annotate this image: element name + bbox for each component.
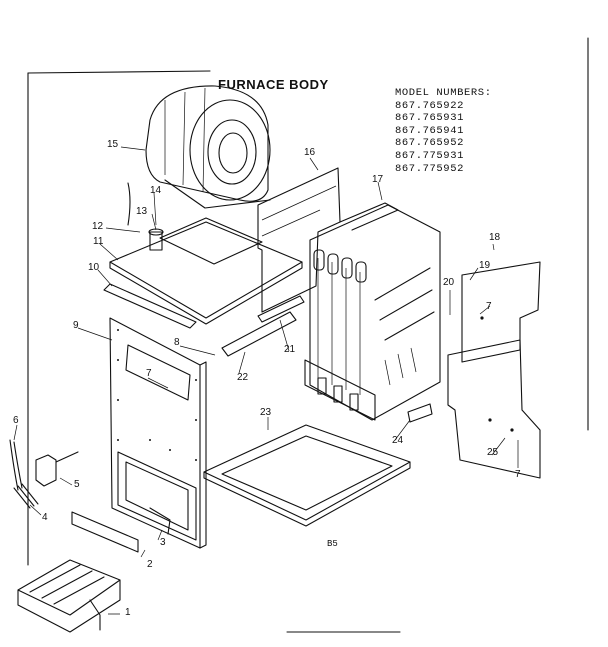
model-number: 867.775952	[395, 162, 465, 175]
callout-17: 17	[372, 174, 384, 185]
model-numbers-block: MODEL NUMBERS: 867.765922 867.765931 867…	[395, 87, 492, 175]
burner-assembly-drawing	[17, 559, 121, 633]
blower-wheel-drawing	[145, 85, 271, 209]
callout-11: 11	[93, 236, 104, 247]
callout-25: 25	[487, 447, 499, 458]
top-panel-drawing	[103, 217, 303, 329]
model-number: 867.775931	[395, 149, 465, 162]
callout-7: 7	[146, 368, 152, 379]
callout-7: 7	[515, 469, 521, 480]
model-numbers-header: MODEL NUMBERS:	[395, 87, 492, 99]
bottom-panel-drawing	[203, 424, 411, 527]
callout-18: 18	[489, 232, 501, 243]
callout-23: 23	[260, 407, 272, 418]
model-number: 867.765952	[395, 137, 465, 150]
callout-5: 5	[74, 479, 80, 490]
front-panel-drawing	[109, 317, 207, 549]
callout-3: 3	[160, 537, 166, 548]
callout-15: 15	[107, 139, 119, 150]
callout-20: 20	[443, 277, 455, 288]
callout-6: 6	[13, 415, 19, 426]
callout-9: 9	[73, 320, 79, 331]
model-number: 867.765922	[395, 99, 465, 112]
callout-24: 24	[392, 435, 404, 446]
callout-7: 7	[486, 301, 492, 312]
callout-14: 14	[150, 185, 162, 196]
rear-panel-drawing	[257, 167, 341, 313]
heat-exchanger-drawing	[304, 202, 441, 421]
model-number: 867.765931	[395, 112, 465, 125]
side-panel-drawing	[447, 261, 541, 479]
callout-1: 1	[125, 607, 131, 618]
callout-8: 8	[174, 337, 180, 348]
callout-19: 19	[479, 260, 491, 271]
diagram-title: FURNACE BODY	[218, 77, 329, 92]
callout-22: 22	[237, 372, 249, 383]
callout-2: 2	[147, 559, 153, 570]
callout-12: 12	[92, 221, 104, 232]
callout-10: 10	[88, 262, 100, 273]
drawing-code: B5	[327, 539, 338, 549]
callout-13: 13	[136, 206, 148, 217]
callout-16: 16	[304, 147, 316, 158]
model-number: 867.765941	[395, 124, 465, 137]
callout-21: 21	[284, 344, 296, 355]
callout-4: 4	[42, 512, 48, 523]
